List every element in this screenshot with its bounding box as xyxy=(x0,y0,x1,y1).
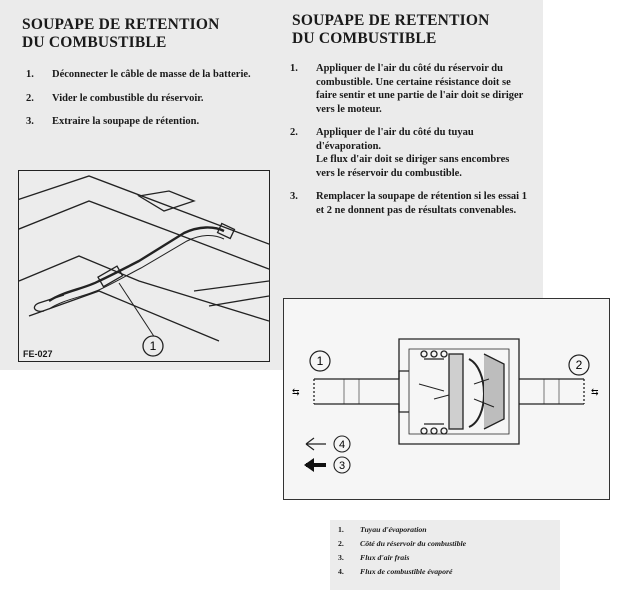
right-section-title: SOUPAPE DE RETENTION DU COMBUSTIBLE xyxy=(292,12,490,48)
left-step-2: 2. Vider le combustible du réservoir. xyxy=(26,92,271,106)
callout-1-circle xyxy=(309,350,331,372)
callout-4-circle xyxy=(333,435,351,453)
step-text: Déconnecter le câble de masse de la batt… xyxy=(52,69,251,80)
step-number: 2. xyxy=(290,127,298,138)
legend-number: 2. xyxy=(338,539,344,548)
legend-number: 4. xyxy=(338,567,344,576)
callout-4-label: 4 xyxy=(339,439,345,451)
legend-text: Tuyau d'évaporation xyxy=(360,525,427,534)
legend-text: Flux de combustible évaporé xyxy=(360,567,453,576)
step-number: 3. xyxy=(26,116,34,127)
callout-1-label: 1 xyxy=(150,339,157,353)
valve-location-figure: 1 FE-027 xyxy=(18,170,270,362)
step-text: Vider le combustible du réservoir. xyxy=(52,92,204,104)
callout-1-label: 1 xyxy=(317,354,324,368)
right-title-line2: DU COMBUSTIBLE xyxy=(292,30,437,47)
step-number: 2. xyxy=(26,92,34,104)
callout-circle xyxy=(142,335,164,357)
legend-item: 2. Côté du réservoir du combustible xyxy=(338,537,560,551)
legend-text: Côté du réservoir du combustible xyxy=(360,539,467,548)
callout-2-label: 2 xyxy=(576,358,583,372)
vapor-arrow-head-icon xyxy=(304,458,314,472)
legend-list: 1. Tuyau d'évaporation 2. Côté du réservoi… xyxy=(330,520,560,579)
step-text: Remplacer la soupape de rétention si les… xyxy=(316,191,527,216)
right-step-1: 1. Appliquer de l'air du côté du réservoi… xyxy=(290,62,528,116)
step-extra-text: Le flux d'air doit se diriger sans encom… xyxy=(316,154,510,179)
valve-cross-section-figure: 1 2 ⇆ ⇆ 4 3 xyxy=(283,298,610,500)
fresh-air-arrow-icon xyxy=(305,437,326,451)
step-number: 3. xyxy=(290,191,298,202)
figure-code: FE-027 xyxy=(23,349,53,359)
right-title-line1: SOUPAPE DE RETENTION xyxy=(292,12,490,29)
callout-3-circle xyxy=(333,456,351,474)
right-step-2: 2. Appliquer de l'air du côté du tuyau d'… xyxy=(290,126,528,180)
step-number: 1. xyxy=(290,63,298,74)
valve-location-drawing: 1 xyxy=(19,175,269,357)
left-title-line1: SOUPAPE DE RETENTION xyxy=(22,16,220,33)
right-page-section xyxy=(285,0,543,300)
right-end-arrows: ⇆ xyxy=(591,387,599,397)
callout-2-circle xyxy=(568,354,590,376)
step-text: Appliquer de l'air du côté du tuyau d'év… xyxy=(316,127,474,152)
figure-legend: 1. Tuyau d'évaporation 2. Côté du réservoi… xyxy=(330,520,560,590)
step-number: 1. xyxy=(26,69,34,80)
left-step-3: 3. Extraire la soupape de rétention. xyxy=(26,115,271,129)
legend-number: 1. xyxy=(338,525,344,534)
legend-number: 3. xyxy=(338,553,344,562)
callout-3-label: 3 xyxy=(339,460,345,472)
step-text: Extraire la soupape de rétention. xyxy=(52,116,200,127)
left-end-arrows: ⇆ xyxy=(292,387,300,397)
left-step-1: 1. Déconnecter le câble de masse de la ba… xyxy=(26,68,271,82)
legend-text: Flux d'air frais xyxy=(360,553,410,562)
step-text: Appliquer de l'air du côté du réservoir … xyxy=(316,63,524,115)
right-step-3: 3. Remplacer la soupape de rétention si l… xyxy=(290,190,528,217)
legend-item: 3. Flux d'air frais xyxy=(338,551,560,565)
legend-item: 4. Flux de combustible évaporé xyxy=(338,565,560,579)
valve-cross-section-drawing: 1 2 ⇆ ⇆ 4 3 xyxy=(292,338,599,474)
legend-item: 1. Tuyau d'évaporation xyxy=(338,523,560,537)
right-steps-list: 1. Appliquer de l'air du côté du réservoi… xyxy=(290,62,528,227)
left-steps-list: 1. Déconnecter le câble de masse de la ba… xyxy=(26,68,271,139)
left-title-line2: DU COMBUSTIBLE xyxy=(22,34,167,51)
left-section-title: SOUPAPE DE RETENTION DU COMBUSTIBLE xyxy=(22,16,220,52)
